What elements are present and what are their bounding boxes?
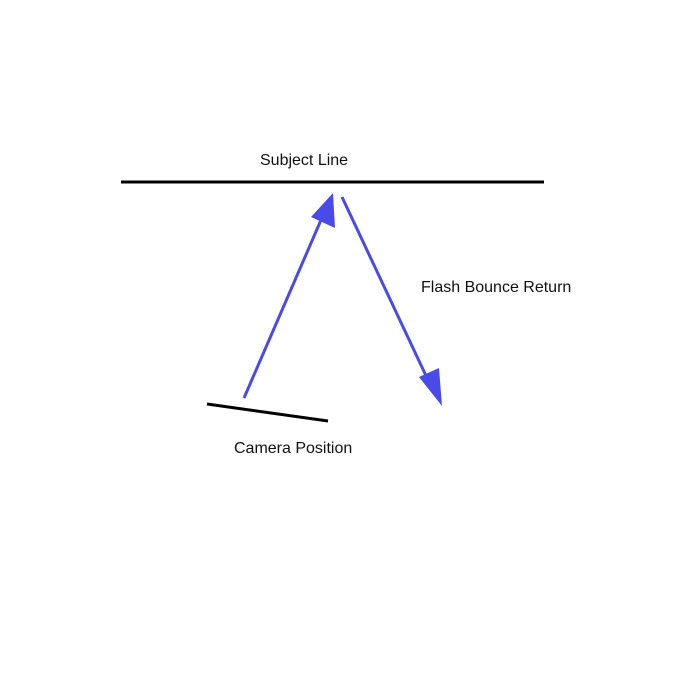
flash-return-arrow: [340, 196, 442, 406]
flash-return-shaft: [340, 196, 430, 381]
camera-position-line: [206, 402, 329, 423]
flash-outgoing-arrowhead: [311, 193, 335, 228]
subject-line-label: Subject Line: [260, 152, 349, 169]
flash-outgoing-arrow: [242, 193, 335, 399]
flash-outgoing-shaft: [242, 219, 323, 399]
camera-position-label: Camera Position: [234, 440, 353, 457]
flash-bounce-return-label: Flash Bounce Return: [421, 279, 572, 296]
flash-return-arrowhead: [419, 368, 442, 406]
